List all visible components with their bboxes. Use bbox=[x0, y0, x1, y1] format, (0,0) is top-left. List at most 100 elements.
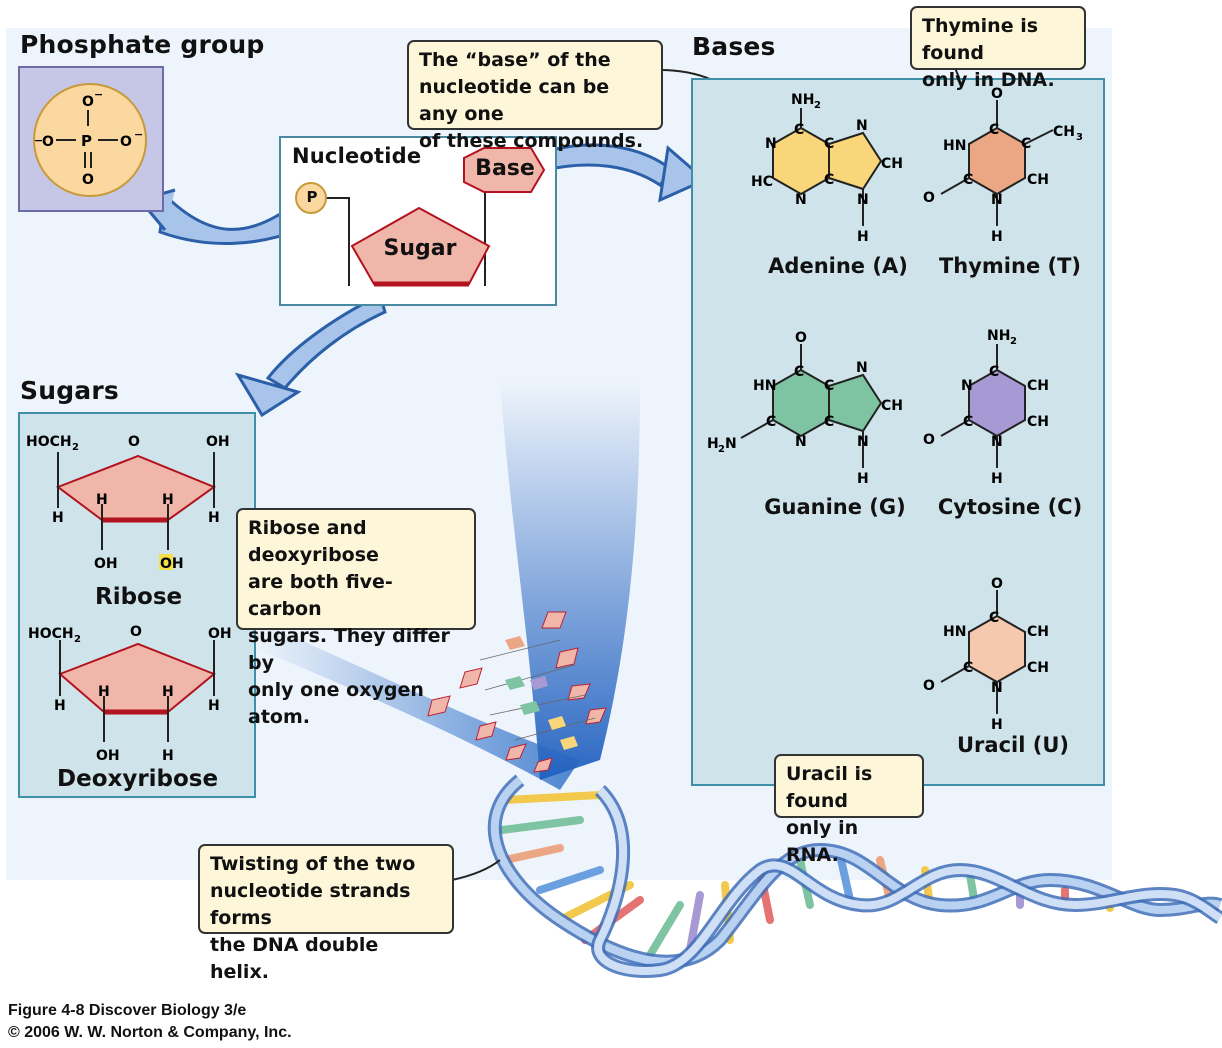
sugar-callout-line-4: only one oxygen atom. bbox=[248, 679, 424, 728]
uracil-callout-line-1: Uracil is found bbox=[786, 763, 873, 812]
svg-text:C: C bbox=[989, 122, 999, 138]
svg-text:H: H bbox=[54, 698, 66, 714]
svg-text:−: − bbox=[94, 88, 103, 101]
svg-text:O: O bbox=[42, 134, 54, 150]
svg-text:C: C bbox=[963, 172, 973, 188]
nucleotide-sugar-label: Sugar bbox=[383, 236, 457, 261]
svg-text:N: N bbox=[857, 434, 869, 450]
thymine-callout: Thymine is found only in DNA. bbox=[910, 6, 1086, 91]
svg-text:O: O bbox=[991, 86, 1003, 102]
svg-text:N: N bbox=[795, 192, 807, 208]
svg-text:O: O bbox=[128, 434, 140, 450]
svg-text:H: H bbox=[162, 684, 174, 700]
svg-text:2: 2 bbox=[72, 442, 79, 453]
svg-text:H: H bbox=[991, 471, 1003, 487]
helix-fragments bbox=[427, 611, 607, 773]
base-callout-line-3: of these compounds. bbox=[419, 130, 644, 152]
nucleotide-phosphate-label: P bbox=[306, 188, 318, 206]
svg-text:HN: HN bbox=[753, 378, 776, 394]
svg-text:CH: CH bbox=[1027, 414, 1049, 430]
arrow-to-bases bbox=[543, 143, 708, 203]
svg-text:H: H bbox=[162, 492, 174, 508]
phosphate-group-heading: Phosphate group bbox=[20, 30, 265, 59]
svg-text:2: 2 bbox=[1010, 336, 1017, 347]
svg-text:NH: NH bbox=[791, 92, 814, 108]
svg-text:CH: CH bbox=[1027, 660, 1049, 676]
svg-text:2: 2 bbox=[814, 100, 821, 111]
sugars-heading: Sugars bbox=[20, 376, 119, 405]
uracil-callout-line-2: only in RNA. bbox=[786, 817, 859, 866]
svg-text:H: H bbox=[991, 717, 1003, 733]
nucleotide-base-label: Base bbox=[475, 156, 535, 181]
svg-text:H: H bbox=[96, 492, 108, 508]
svg-text:2: 2 bbox=[718, 444, 725, 455]
adenine-label: Adenine (A) bbox=[768, 254, 908, 278]
svg-text:N: N bbox=[991, 192, 1003, 208]
thymine-callout-line-2: only in DNA. bbox=[922, 69, 1055, 91]
svg-text:O: O bbox=[82, 94, 94, 110]
svg-text:CH: CH bbox=[1053, 124, 1075, 140]
svg-text:CH: CH bbox=[881, 398, 903, 414]
svg-text:HOCH: HOCH bbox=[28, 626, 74, 642]
svg-text:C: C bbox=[824, 136, 834, 152]
svg-text:H: H bbox=[707, 436, 719, 452]
svg-text:−: − bbox=[134, 128, 143, 141]
svg-text:C: C bbox=[824, 378, 834, 394]
helix-callout-line-2: nucleotide strands forms bbox=[210, 880, 411, 929]
thymine-label: Thymine (T) bbox=[938, 254, 1082, 278]
svg-text:N: N bbox=[765, 136, 777, 152]
phosphate-structure: O− −O P O− O bbox=[33, 83, 147, 197]
svg-text:C: C bbox=[824, 172, 834, 188]
figure-caption: Figure 4-8 Discover Biology 3/e bbox=[8, 1002, 247, 1019]
svg-text:O: O bbox=[923, 190, 935, 206]
svg-text:N: N bbox=[961, 378, 973, 394]
svg-text:2: 2 bbox=[74, 634, 81, 645]
svg-text:H: H bbox=[162, 748, 174, 764]
ribose-label: Ribose bbox=[95, 584, 183, 610]
svg-text:N: N bbox=[725, 436, 737, 452]
svg-text:OH: OH bbox=[206, 434, 230, 450]
svg-text:C: C bbox=[963, 414, 973, 430]
svg-text:O: O bbox=[991, 576, 1003, 592]
svg-text:CH: CH bbox=[1027, 378, 1049, 394]
svg-text:O: O bbox=[82, 172, 94, 188]
svg-text:3: 3 bbox=[1076, 132, 1083, 143]
bases-panel bbox=[691, 78, 1105, 786]
svg-text:P: P bbox=[81, 132, 92, 150]
svg-text:H: H bbox=[991, 229, 1003, 245]
svg-text:N: N bbox=[991, 680, 1003, 696]
arrow-to-phosphate bbox=[137, 188, 302, 246]
svg-text:C: C bbox=[989, 610, 999, 626]
svg-text:H: H bbox=[52, 510, 64, 526]
nucleotide-schematic bbox=[295, 147, 546, 287]
nucleotide-heading: Nucleotide bbox=[292, 144, 422, 168]
svg-text:CH: CH bbox=[1027, 172, 1049, 188]
svg-text:OH: OH bbox=[96, 748, 120, 764]
svg-text:CH: CH bbox=[881, 156, 903, 172]
svg-text:HN: HN bbox=[943, 624, 966, 640]
arrow-to-sugars bbox=[234, 292, 387, 418]
svg-text:O: O bbox=[923, 678, 935, 694]
svg-text:O: O bbox=[130, 624, 142, 640]
sugar-callout: Ribose and deoxyribose are both five-car… bbox=[236, 508, 476, 728]
svg-text:C: C bbox=[766, 414, 776, 430]
helix-callout-line-1: Twisting of the two bbox=[210, 853, 416, 875]
svg-text:OH: OH bbox=[94, 556, 118, 572]
base-callout-line-2: nucleotide can be any one bbox=[419, 76, 610, 125]
svg-text:HN: HN bbox=[943, 138, 966, 154]
svg-text:O: O bbox=[923, 432, 935, 448]
base-callout: The “base” of the nucleotide can be any … bbox=[407, 40, 663, 152]
svg-text:N: N bbox=[856, 118, 868, 134]
thymine-callout-line-1: Thymine is found bbox=[922, 15, 1039, 64]
svg-text:C: C bbox=[1021, 136, 1031, 152]
svg-text:OH: OH bbox=[160, 556, 184, 572]
